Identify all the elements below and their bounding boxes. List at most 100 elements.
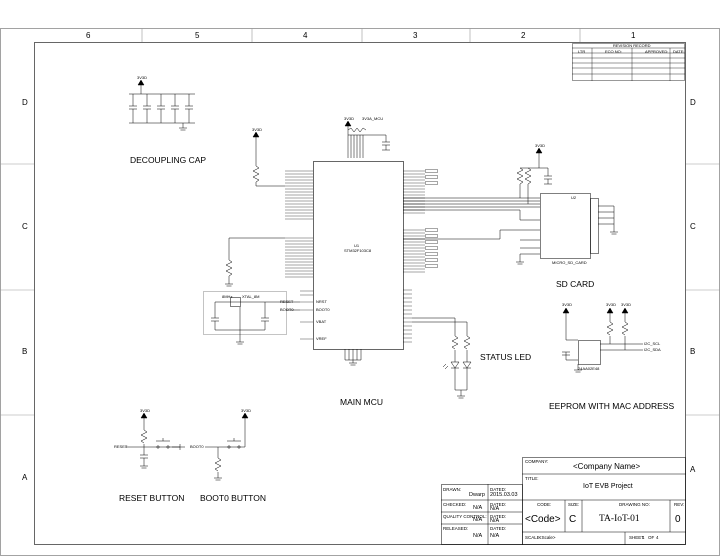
pin-vbat: VBAT — [316, 319, 327, 324]
net-vdd-scl-pullup: 3V3D — [606, 302, 617, 307]
column-label-5: 5 — [195, 31, 200, 40]
drawing-number: TA-IoT-01 — [599, 514, 640, 524]
net-vdd-boot0: 3V3D — [241, 408, 252, 413]
net-vdd-pullup: 3V3D — [252, 127, 263, 132]
revision-value: 0 — [675, 514, 681, 525]
mcu-body — [313, 161, 404, 350]
column-label-1: 1 — [631, 31, 636, 40]
company-name: <Company Name> — [573, 462, 641, 471]
mcu-ground — [344, 349, 362, 366]
revision-header-date: DATE: — [673, 48, 685, 54]
mcu-left-pins — [285, 170, 313, 340]
boot0-button-circuit — [205, 412, 249, 481]
size-value: C — [569, 514, 577, 525]
sd-card-circuit — [403, 147, 618, 265]
code-label: CODE: — [537, 502, 552, 507]
block-title-decoupling: DECOUPLING CAP — [130, 155, 207, 165]
drawn-label: DRAWN: — [443, 487, 462, 492]
project-title: IoT EVB Project — [583, 483, 633, 490]
title-block-grid — [441, 457, 686, 545]
revision-header-approved: APPROVED: — [645, 48, 669, 54]
size-label: SIZE: — [568, 502, 580, 507]
net-i2c-scl: I2C_SCL — [644, 341, 661, 346]
net-reset-mcu: RESET — [280, 299, 294, 304]
quality-control-dated-label: DATED: — [490, 514, 507, 519]
released-date: N/A — [490, 533, 500, 539]
net-vdd-mcu: 3V3D — [344, 116, 355, 121]
mcu-pullup-top — [252, 131, 285, 187]
sheet-label: SHEET — [629, 535, 645, 540]
net-i2c-sda: I2C_SDA — [644, 347, 661, 352]
block-title-main-mcu: MAIN MCU — [340, 397, 383, 407]
checked-dated-label: DATED: — [490, 502, 507, 507]
pin-nrst: NRST — [316, 299, 327, 304]
block-title-boot0-button: BOOT0 BUTTON — [200, 493, 266, 503]
crystal-circuit — [203, 291, 300, 345]
revision-label: REV: — [674, 502, 685, 507]
crystal-frequency: 8MHz — [222, 294, 233, 299]
drawn-date: 2015.03.03 — [490, 492, 518, 498]
row-label-b-left: B — [22, 347, 28, 356]
mcu-part-number: STM32F103C8 — [344, 248, 372, 253]
net-boot0-mcu: BOOT0 — [280, 307, 294, 312]
checked-label: CHECKED: — [443, 502, 467, 507]
row-label-c-right: C — [690, 222, 696, 231]
company-label: COMPANY: — [525, 459, 549, 464]
mcu-right-pins — [403, 170, 425, 343]
net-vdd-eeprom: 3V3D — [562, 302, 573, 307]
row-label-d-left: D — [22, 98, 28, 107]
block-title-reset-button: RESET BUTTON — [119, 493, 185, 503]
column-label-6: 6 — [86, 31, 91, 40]
net-vdda-mcu: 3V3A_MCU — [362, 116, 384, 121]
net-vdd-sd: 3V3D — [535, 143, 546, 148]
quality-control-label: QUALITY CONTROL: — [443, 514, 487, 519]
released-by: N/A — [473, 533, 483, 539]
column-label-3: 3 — [413, 31, 418, 40]
decoupling-caps — [129, 79, 195, 131]
revision-header-eco: ECO NO: — [605, 48, 622, 54]
block-title-eeprom: EEPROM WITH MAC ADDRESS — [549, 401, 675, 411]
row-label-a-right: A — [690, 465, 696, 474]
outer-frame — [0, 28, 720, 556]
eeprom-circuit — [562, 307, 643, 373]
row-label-a-left: A — [22, 473, 28, 482]
drawn-by: Dwarp — [469, 492, 485, 498]
sheet-total: 4 — [656, 535, 659, 540]
sheet-of-label: OF — [648, 535, 655, 540]
scale-label: SCALE: — [525, 535, 542, 540]
status-led-circuit — [412, 317, 472, 399]
net-reset-button: RESET — [114, 444, 128, 449]
sheet-number: 1 — [642, 535, 645, 540]
net-vdd-reset: 3V3D — [140, 408, 151, 413]
revision-table-grid — [572, 43, 685, 81]
sd-designator: U2 — [571, 195, 577, 200]
net-vdd-sda-pullup: 3V3D — [621, 302, 632, 307]
column-label-2: 2 — [521, 31, 526, 40]
checked-date: N/A — [490, 506, 500, 512]
sd-part-number: MICRO_SD_CARD — [552, 260, 587, 265]
revision-table-title: REVISION RECORD — [613, 43, 651, 48]
crystal-designator: XTAL_8M — [242, 294, 260, 299]
column-ticks — [141, 28, 581, 42]
reset-button-circuit — [125, 412, 185, 469]
inner-frame — [34, 42, 686, 545]
block-title-sd-card: SD CARD — [556, 279, 595, 289]
row-label-d-right: D — [690, 98, 696, 107]
drawing-number-label: DRAWING NO: — [619, 502, 650, 507]
title-label: TITLE: — [525, 476, 539, 481]
block-title-status-led: STATUS LED — [480, 352, 532, 362]
released-label: RELEASED: — [443, 526, 469, 531]
mcu-net-flags — [425, 169, 438, 268]
mcu-supply — [344, 120, 390, 158]
row-ticks — [0, 163, 720, 416]
pin-vref: VREF — [316, 336, 327, 341]
net-boot0-button: BOOT0 — [190, 444, 204, 449]
net-vdd-decoupling: 3V3D — [137, 75, 148, 80]
code-value: <Code> — [525, 514, 561, 525]
eeprom-part-number: 24AA02E48 — [578, 366, 600, 371]
row-label-c-left: C — [22, 222, 28, 231]
column-label-4: 4 — [303, 31, 308, 40]
mcu-pullup-mid — [225, 237, 285, 287]
